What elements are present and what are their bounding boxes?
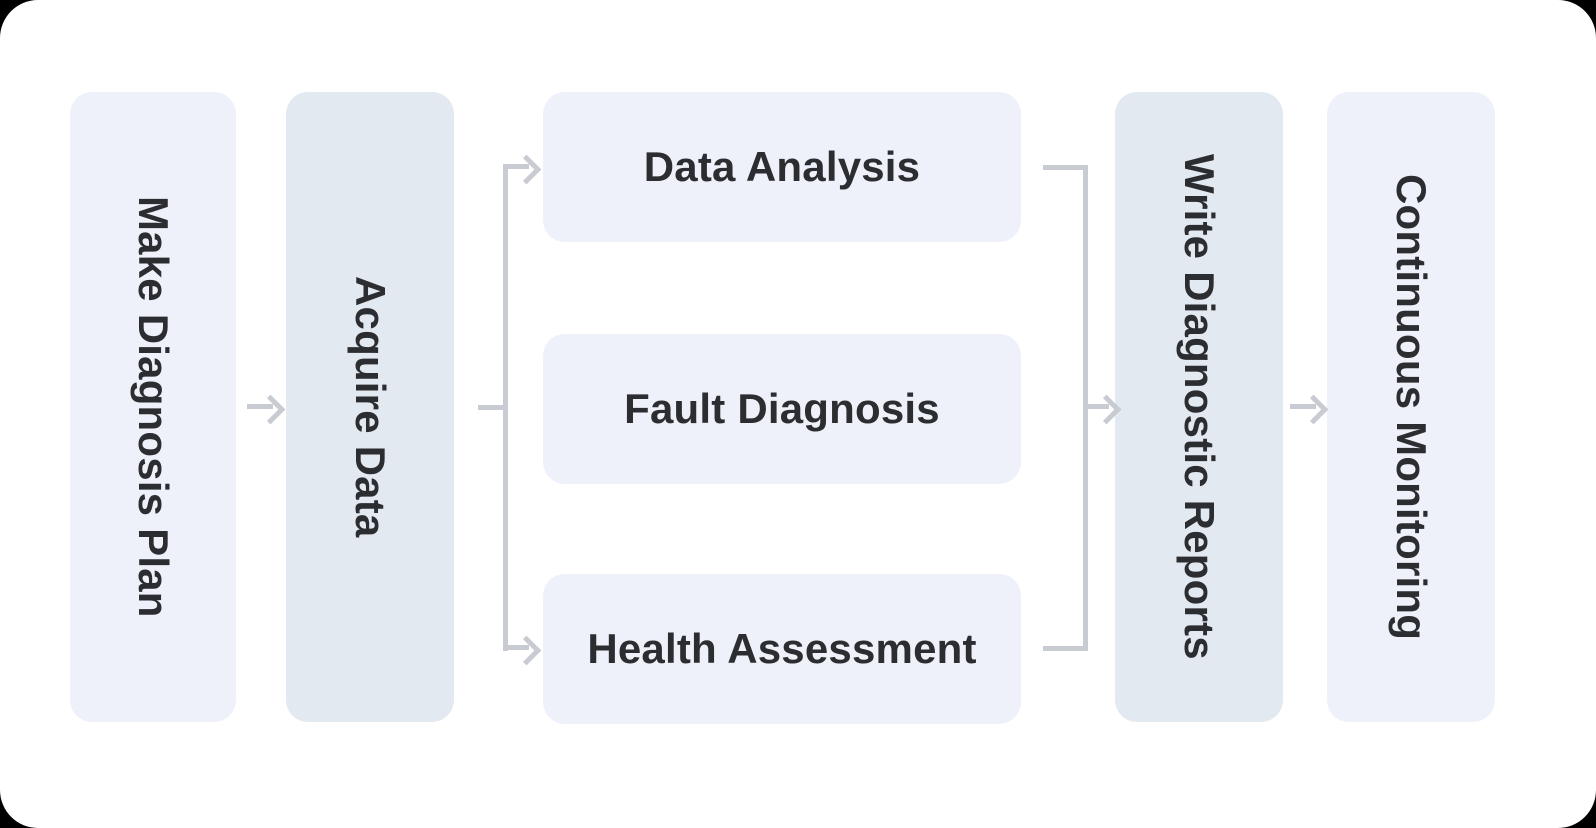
node-health-assessment[interactable]: Health Assessment bbox=[543, 574, 1021, 724]
node-write-diagnostic-reports[interactable]: Write Diagnostic Reports bbox=[1115, 92, 1283, 722]
node-fault-diagnosis[interactable]: Fault Diagnosis bbox=[543, 334, 1021, 484]
node-label: Acquire Data bbox=[347, 276, 394, 538]
node-label: Write Diagnostic Reports bbox=[1176, 154, 1223, 660]
arrow-shaft bbox=[1083, 404, 1109, 409]
arrow-head-icon bbox=[1298, 394, 1329, 425]
edge-arrow-to-write-reports bbox=[1083, 394, 1122, 425]
edge-arrow-to-data-analysis bbox=[503, 154, 542, 185]
node-data-analysis[interactable]: Data Analysis bbox=[543, 92, 1021, 242]
edge-spine-branch-left bbox=[503, 167, 508, 651]
node-label: Data Analysis bbox=[643, 143, 921, 190]
edge-arrow-write-reports-to-monitoring bbox=[1290, 394, 1329, 425]
arrow-head-icon bbox=[255, 394, 286, 425]
arrow-shaft bbox=[247, 404, 273, 409]
arrow-head-icon bbox=[511, 154, 542, 185]
node-make-diagnosis-plan[interactable]: Make Diagnosis Plan bbox=[70, 92, 236, 722]
node-continuous-monitoring[interactable]: Continuous Monitoring bbox=[1327, 92, 1495, 722]
arrow-shaft bbox=[1290, 404, 1316, 409]
edge-arrow-make-plan-to-acquire-data bbox=[247, 394, 286, 425]
arrow-head-icon bbox=[511, 635, 542, 666]
edge-arrow-to-health-assessment bbox=[503, 635, 542, 666]
node-acquire-data[interactable]: Acquire Data bbox=[286, 92, 454, 722]
arrow-shaft bbox=[503, 645, 529, 650]
node-label: Continuous Monitoring bbox=[1388, 173, 1435, 641]
edge-stub-data-analysis-out bbox=[1043, 165, 1088, 170]
node-label: Health Assessment bbox=[587, 625, 977, 672]
arrow-shaft bbox=[503, 164, 529, 169]
node-label: Make Diagnosis Plan bbox=[130, 196, 177, 618]
edge-stub-acquire-data-out bbox=[478, 405, 508, 410]
node-label: Fault Diagnosis bbox=[624, 385, 940, 432]
edge-stub-health-assessment-out bbox=[1043, 646, 1088, 651]
